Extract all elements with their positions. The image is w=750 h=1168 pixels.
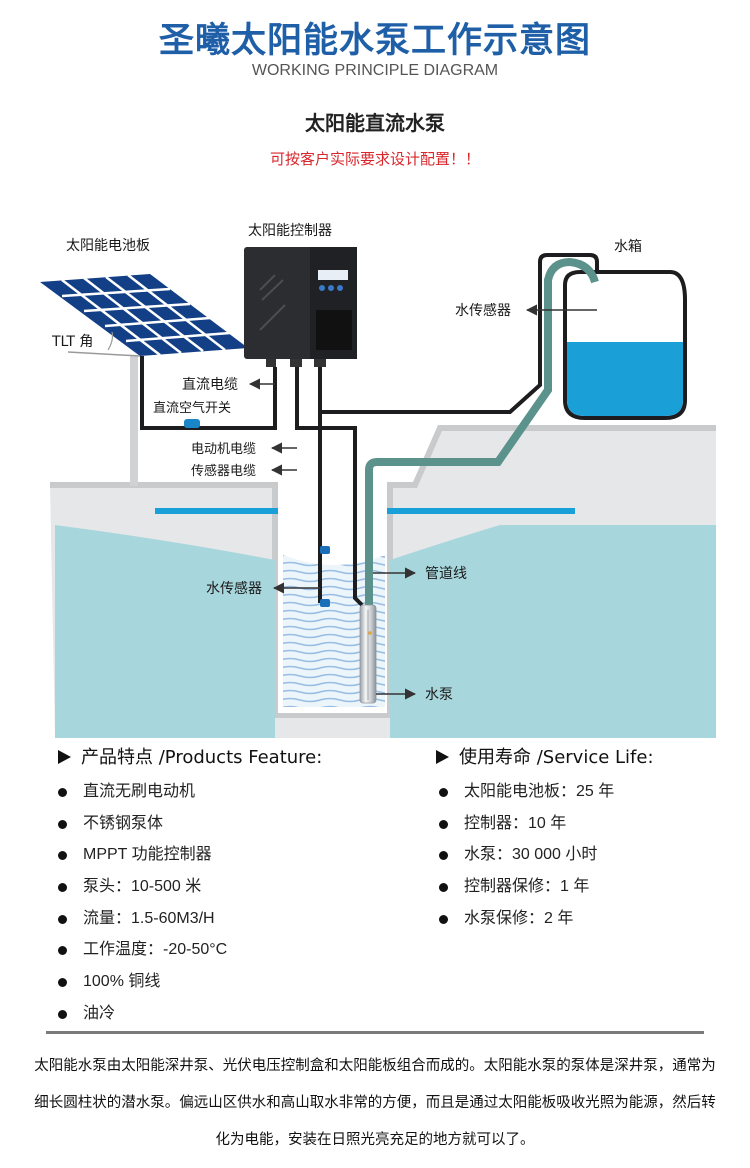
bullet-icon [58, 914, 67, 924]
triangle-bullet-icon [58, 750, 71, 764]
list-item: MPPT 功能控制器 [46, 839, 322, 871]
customization-note: 可按客户实际要求设计配置！！ [269, 150, 480, 168]
features-list: 直流无刷电动机 不锈钢泵体 MPPT 功能控制器 泵头：10-500 米 流量：… [46, 776, 322, 1030]
label-tank-water-sensor: 水传感器 [455, 302, 511, 319]
groundwater [55, 508, 716, 738]
list-item: 油冷 [46, 998, 322, 1030]
solar-controller [244, 247, 357, 367]
label-dc-breaker: 直流空气开关 [153, 400, 231, 416]
label-controller: 太阳能控制器 [248, 223, 332, 239]
label-solar-panel: 太阳能电池板 [66, 238, 150, 254]
features-section: 产品特点 /Products Feature: 直流无刷电动机 不锈钢泵体 MP… [58, 743, 322, 1030]
bullet-icon [439, 788, 448, 797]
bullet-icon [58, 946, 67, 956]
tank-sensor-cable [320, 253, 599, 414]
features-heading: 产品特点 /Products Feature: [58, 743, 322, 769]
list-item: 不锈钢泵体 [46, 808, 322, 840]
list-item: 泵头：10-500 米 [46, 871, 322, 903]
section-divider [46, 1031, 704, 1034]
triangle-bullet-icon [436, 750, 449, 764]
working-principle-diagram: 太阳能电池板 太阳能控制器 水箱 TLT 角 直流电缆 直流空气开关 电动机电缆… [40, 223, 716, 738]
list-item: 控制器保修：1 年 [427, 871, 654, 903]
solar-panel [40, 274, 248, 357]
dc-breaker [184, 419, 200, 428]
dc-cable [140, 356, 277, 430]
label-water-tank: 水箱 [614, 239, 642, 255]
submersible-pump [359, 604, 377, 704]
bullet-icon [58, 1009, 67, 1019]
water-tank [563, 270, 687, 420]
list-item: 流量：1.5-60M3/H [46, 903, 322, 935]
label-motor-cable: 电动机电缆 [191, 441, 256, 457]
cables [140, 253, 599, 607]
list-item: 水泵保修：2 年 [427, 903, 654, 935]
list-item: 100% 铜线 [46, 966, 322, 998]
pipeline [365, 257, 599, 610]
label-well-water-sensor: 水传感器 [206, 580, 262, 597]
service-life-heading: 使用寿命 /Service Life: [436, 743, 654, 769]
list-item: 工作温度：-20-50°C [46, 934, 322, 966]
product-description: 太阳能水泵由太阳能深井泵、光伏电压控制盒和太阳能板组合而成的。太阳能水泵的泵体是… [34, 1058, 716, 1148]
service-life-list: 太阳能电池板：25 年 控制器：10 年 水泵：30 000 小时 控制器保修：… [427, 776, 654, 934]
list-item: 直流无刷电动机 [46, 776, 322, 808]
bullet-icon [439, 914, 448, 924]
page-subtitle: WORKING PRINCIPLE DIAGRAM [251, 62, 499, 79]
bullet-icon [439, 883, 448, 893]
bullet-icon [439, 851, 448, 861]
page-title: 圣曦太阳能水泵工作示意图 [158, 21, 591, 61]
leader-arrows [248, 304, 597, 700]
list-item: 太阳能电池板：25 年 [427, 776, 654, 808]
section-title: 太阳能直流水泵 [305, 111, 445, 135]
label-pipeline: 管道线 [425, 566, 467, 582]
bullet-icon [58, 883, 67, 893]
label-dc-cable: 直流电缆 [182, 376, 238, 393]
label-pump: 水泵 [425, 687, 453, 703]
motor-cable [295, 367, 364, 607]
list-item: 水泵：30 000 小时 [427, 839, 654, 871]
bullet-icon [58, 819, 67, 829]
service-life-section: 使用寿命 /Service Life: 太阳能电池板：25 年 控制器：10 年… [436, 743, 654, 934]
list-item: 控制器：10 年 [427, 808, 654, 840]
bullet-icon [58, 978, 67, 988]
panel-post [130, 356, 138, 486]
bullet-icon [58, 851, 67, 861]
bullet-icon [58, 788, 67, 797]
bullet-icon [439, 819, 448, 829]
label-sensor-cable: 传感器电缆 [191, 463, 256, 479]
label-tilt-angle: TLT 角 [51, 334, 93, 350]
